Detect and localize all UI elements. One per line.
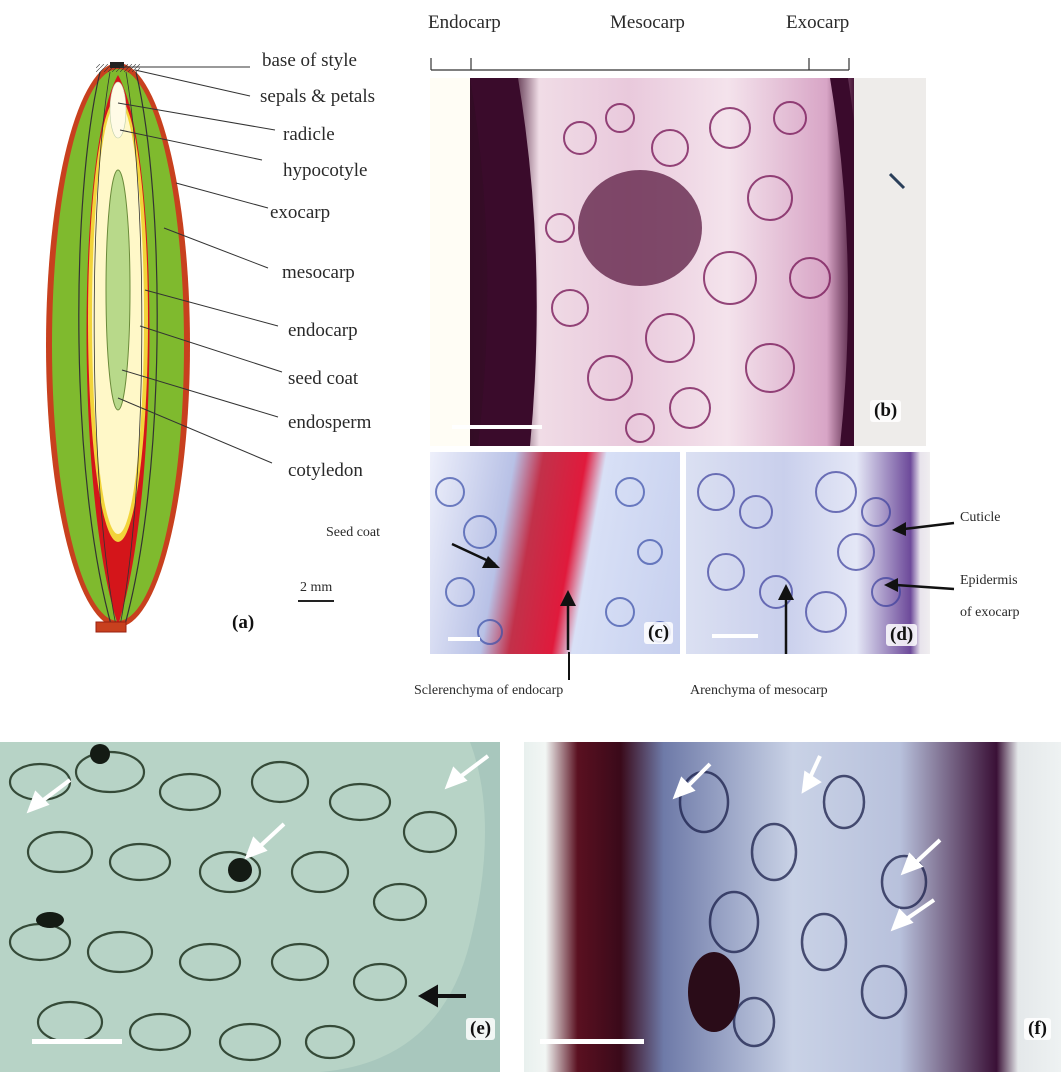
label-hypocotyle: hypocotyle <box>283 160 367 182</box>
label-sclerenchyma: Sclerenchyma of endocarp <box>414 683 563 699</box>
header-mesocarp: Mesocarp <box>610 12 685 34</box>
label-sepals-petals: sepals & petals <box>260 86 375 108</box>
label-seed-coat: seed coat <box>288 368 358 390</box>
panel-letter-a: (a) <box>232 612 254 634</box>
panel-letter-f: (f) <box>1024 1018 1051 1040</box>
panel-letter-d: (d) <box>886 624 917 646</box>
panel-letter-e: (e) <box>466 1018 495 1040</box>
label-epidermis: Epidermis <box>960 573 1018 589</box>
label-of-exocarp: of exocarp <box>960 605 1019 621</box>
micrograph-c: (c) <box>430 452 680 654</box>
arrows-d-side <box>880 505 960 605</box>
layer-bracket <box>425 52 855 76</box>
label-seed-coat-c: Seed coat <box>326 525 380 541</box>
label-cotyledon: cotyledon <box>288 460 363 482</box>
arrow-sclerenchyma <box>568 652 570 680</box>
micrograph-f: (f) <box>524 742 1061 1072</box>
label-mesocarp: mesocarp <box>282 262 355 284</box>
label-base-of-style: base of style <box>262 50 357 72</box>
cotyledon-layer <box>106 170 130 410</box>
header-endocarp: Endocarp <box>428 12 501 34</box>
micrograph-e: (e) <box>0 742 500 1072</box>
micrograph-b: (b) <box>430 78 926 446</box>
scale-label: 2 mm <box>300 580 332 596</box>
label-endocarp: endocarp <box>288 320 358 342</box>
label-endosperm: endosperm <box>288 412 371 434</box>
header-exocarp: Exocarp <box>786 12 849 34</box>
label-exocarp: exocarp <box>270 202 330 224</box>
scale-bar <box>298 600 334 602</box>
label-radicle: radicle <box>283 124 335 146</box>
label-cuticle: Cuticle <box>960 510 1000 526</box>
panel-letter-b: (b) <box>870 400 901 422</box>
panel-letter-c: (c) <box>644 622 673 644</box>
label-arenchyma: Arenchyma of mesocarp <box>690 683 828 699</box>
